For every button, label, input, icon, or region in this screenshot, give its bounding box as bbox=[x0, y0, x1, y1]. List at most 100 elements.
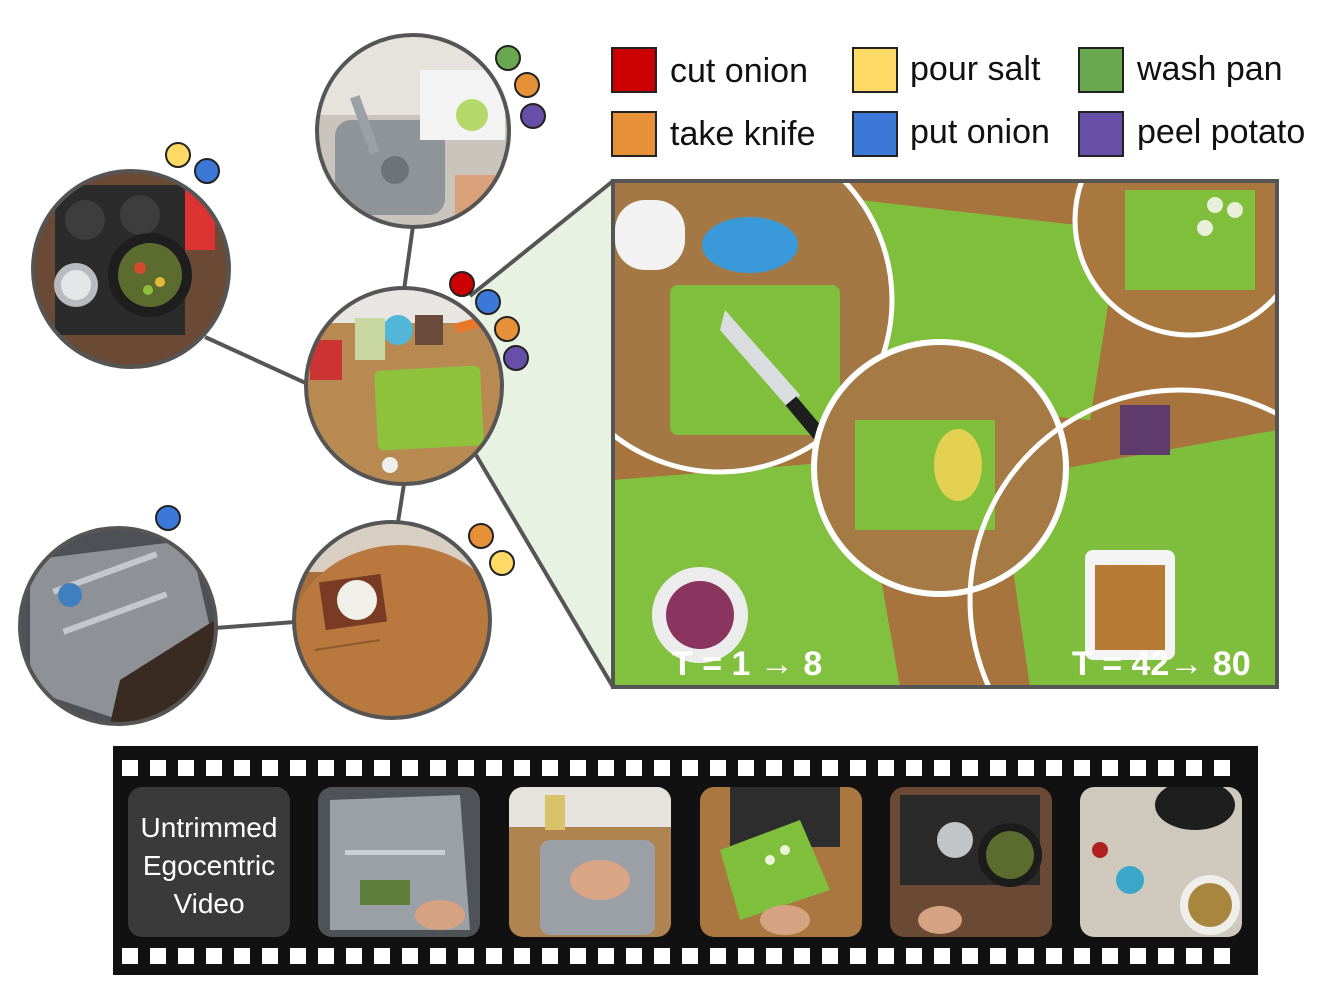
sprocket-hole bbox=[794, 760, 810, 776]
sprocket-hole bbox=[1130, 948, 1146, 964]
node-center bbox=[304, 286, 504, 486]
sprocket-hole bbox=[626, 948, 642, 964]
sprockets-top bbox=[122, 760, 1230, 776]
film-caption-line2: Egocentric bbox=[143, 850, 275, 881]
sprocket-hole bbox=[122, 948, 138, 964]
edge-table-fridge bbox=[214, 620, 296, 630]
time-label-start: T = 1 → 8 bbox=[672, 645, 822, 683]
sprocket-hole bbox=[878, 948, 894, 964]
sprocket-hole bbox=[374, 948, 390, 964]
legend-label-wash-pan: wash pan bbox=[1136, 50, 1283, 88]
dot-take-knife-center bbox=[494, 316, 520, 342]
sprocket-hole bbox=[626, 760, 642, 776]
sprocket-hole bbox=[850, 760, 866, 776]
sprocket-hole bbox=[262, 760, 278, 776]
legend-item-put-onion: put onion bbox=[852, 111, 1050, 157]
sprocket-hole bbox=[1158, 760, 1174, 776]
node-table bbox=[292, 520, 492, 720]
sprocket-hole bbox=[1102, 948, 1118, 964]
edge-center-stove bbox=[204, 335, 311, 387]
sprocket-hole bbox=[150, 948, 166, 964]
sprocket-hole bbox=[738, 760, 754, 776]
sprocket-hole bbox=[430, 948, 446, 964]
action-dots bbox=[155, 45, 546, 576]
dot-put-onion-fridge bbox=[155, 505, 181, 531]
sprockets-bottom bbox=[122, 948, 1230, 964]
sprocket-hole bbox=[514, 760, 530, 776]
sprocket-hole bbox=[430, 760, 446, 776]
sprocket-hole bbox=[346, 948, 362, 964]
sprocket-hole bbox=[654, 760, 670, 776]
sprocket-hole bbox=[1130, 760, 1146, 776]
sprocket-hole bbox=[990, 948, 1006, 964]
legend-label-pour-salt: pour salt bbox=[910, 50, 1041, 88]
sprocket-hole bbox=[822, 760, 838, 776]
dot-put-onion-center bbox=[475, 289, 501, 315]
sprocket-hole bbox=[962, 948, 978, 964]
sprocket-hole bbox=[318, 760, 334, 776]
sprocket-hole bbox=[178, 948, 194, 964]
legend-label-peel-potato: peel potato bbox=[1137, 113, 1305, 151]
sprocket-hole bbox=[1186, 948, 1202, 964]
sprocket-hole bbox=[1046, 760, 1062, 776]
legend-label-take-knife: take knife bbox=[670, 115, 816, 153]
sprocket-hole bbox=[598, 948, 614, 964]
sprocket-hole bbox=[1158, 948, 1174, 964]
sprocket-hole bbox=[850, 948, 866, 964]
dot-wash-pan-sink bbox=[495, 45, 521, 71]
graph-edges bbox=[204, 225, 415, 630]
sprocket-hole bbox=[374, 760, 390, 776]
sprocket-hole bbox=[570, 948, 586, 964]
node-sink bbox=[315, 33, 511, 229]
sprocket-hole bbox=[934, 760, 950, 776]
sprocket-hole bbox=[234, 760, 250, 776]
filmstrip: Untrimmed Egocentric Video bbox=[113, 746, 1258, 975]
sprocket-hole bbox=[1214, 760, 1230, 776]
sprocket-hole bbox=[178, 760, 194, 776]
film-frame-serving bbox=[1080, 787, 1242, 937]
sprocket-hole bbox=[1074, 760, 1090, 776]
sprocket-hole bbox=[402, 760, 418, 776]
dot-pour-salt-table bbox=[489, 550, 515, 576]
film-frame-sink bbox=[509, 787, 671, 937]
legend-item-peel-potato: peel potato bbox=[1078, 111, 1305, 157]
sprocket-hole bbox=[906, 760, 922, 776]
sprocket-hole bbox=[766, 948, 782, 964]
legend-label-cut-onion: cut onion bbox=[670, 52, 808, 90]
sprocket-hole bbox=[766, 760, 782, 776]
sprocket-hole bbox=[710, 760, 726, 776]
sprocket-hole bbox=[486, 948, 502, 964]
sprocket-hole bbox=[318, 948, 334, 964]
sprocket-hole bbox=[290, 760, 306, 776]
sprocket-hole bbox=[878, 760, 894, 776]
sprocket-hole bbox=[206, 760, 222, 776]
sprocket-hole bbox=[542, 948, 558, 964]
sprocket-hole bbox=[486, 760, 502, 776]
sprocket-hole bbox=[1046, 948, 1062, 964]
sprocket-hole bbox=[206, 948, 222, 964]
legend-item-pour-salt: pour salt bbox=[852, 47, 1041, 93]
legend-item-cut-onion: cut onion bbox=[611, 47, 808, 93]
zoom-panel: T = 1 → 8 T = 42→ 80 bbox=[611, 179, 1279, 689]
sprocket-hole bbox=[1018, 760, 1034, 776]
film-frame-fridge bbox=[318, 787, 480, 937]
dot-take-knife-table bbox=[468, 523, 494, 549]
sprocket-hole bbox=[458, 948, 474, 964]
sprocket-hole bbox=[150, 760, 166, 776]
zoom-wedge-edge-bottom bbox=[474, 453, 615, 689]
sprocket-hole bbox=[990, 760, 1006, 776]
sprocket-hole bbox=[906, 948, 922, 964]
time-label-end: T = 42→ 80 bbox=[1072, 645, 1251, 683]
legend-label-put-onion: put onion bbox=[910, 113, 1050, 151]
sprocket-hole bbox=[402, 948, 418, 964]
film-caption-box: Untrimmed Egocentric Video bbox=[128, 787, 290, 937]
sprocket-hole bbox=[654, 948, 670, 964]
sprocket-hole bbox=[1018, 948, 1034, 964]
sprocket-hole bbox=[234, 948, 250, 964]
sprocket-hole bbox=[934, 948, 950, 964]
dot-peel-potato-sink bbox=[520, 103, 546, 129]
legend: cut onion pour salt wash pan take knife … bbox=[611, 47, 1305, 157]
sprocket-hole bbox=[290, 948, 306, 964]
edge-center-table bbox=[396, 483, 406, 523]
